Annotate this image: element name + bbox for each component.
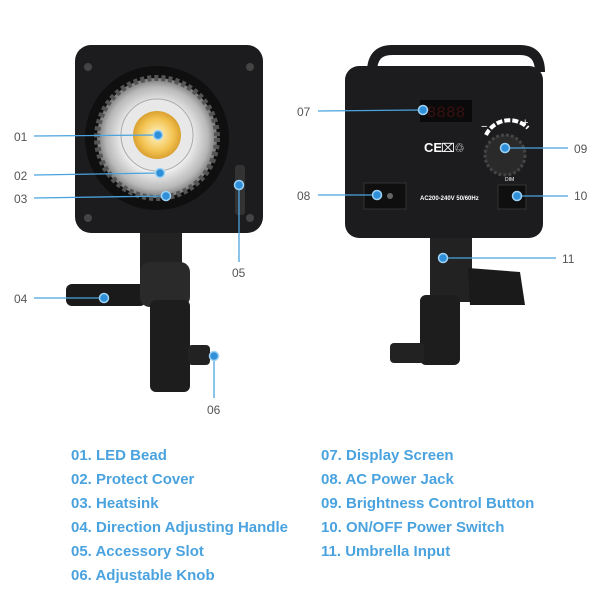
callout-05: 05 — [232, 266, 246, 280]
mount-post — [150, 300, 190, 392]
legend-item: 05. Accessory Slot — [71, 543, 204, 560]
callout-08: 08 — [297, 189, 311, 203]
adjustable-knob — [188, 345, 210, 365]
svg-text:+: + — [522, 117, 528, 129]
ce-mark: CE — [424, 140, 442, 155]
back-light: 8888 CE ⌧ ♲ − + AC200-240V 50/60Hz DIM — [345, 45, 545, 365]
umbrella-clamp-handle — [468, 268, 525, 305]
callout-01: 01 — [14, 130, 28, 144]
display-digits: 8888 — [427, 104, 465, 122]
weee-icon: ⌧ — [441, 141, 455, 155]
callout-03: 03 — [14, 192, 28, 206]
callout-07: 07 — [297, 105, 311, 119]
legend-item: 08. AC Power Jack — [321, 471, 454, 488]
display-screen — [420, 100, 472, 122]
callout-11: 11 — [562, 252, 575, 266]
legend-item: 07. Display Screen — [321, 447, 454, 464]
callout-lines — [33, 109, 568, 398]
brightness-scale — [484, 118, 530, 136]
legend-item: 03. Heatsink — [71, 495, 159, 512]
top-handle — [367, 45, 545, 73]
recycle-icon: ♲ — [454, 141, 465, 155]
legend-item: 10. ON/OFF Power Switch — [321, 519, 505, 536]
callout-10: 10 — [574, 189, 588, 203]
callout-06: 06 — [207, 403, 221, 417]
callout-09: 09 — [574, 142, 588, 156]
legend-right: 07. Display Screen 08. AC Power Jack 09.… — [321, 444, 534, 564]
legend-item: 09. Brightness Control Button — [321, 495, 535, 512]
bracket-yoke — [140, 262, 190, 307]
brightness-control-button[interactable] — [483, 133, 527, 177]
legend-item: 11. Umbrella Input — [321, 543, 451, 560]
callout-02: 02 — [14, 169, 28, 183]
voltage-rating: AC200-240V 50/60Hz — [420, 196, 479, 202]
ac-power-jack — [363, 182, 407, 210]
legend-left: 01. LED Bead 02. Protect Cover 03. Heats… — [71, 444, 288, 588]
front-light — [66, 45, 263, 392]
svg-text:−: − — [481, 121, 487, 133]
legend-item: 06. Adjustable Knob — [71, 567, 215, 584]
svg-text:DIM: DIM — [505, 177, 514, 183]
callout-04: 04 — [14, 292, 28, 306]
callout-dots — [98, 104, 523, 362]
legend-item: 04. Direction Adjusting Handle — [71, 519, 288, 536]
legend-item: 02. Protect Cover — [71, 471, 195, 488]
legend-item: 01. LED Bead — [71, 447, 167, 464]
